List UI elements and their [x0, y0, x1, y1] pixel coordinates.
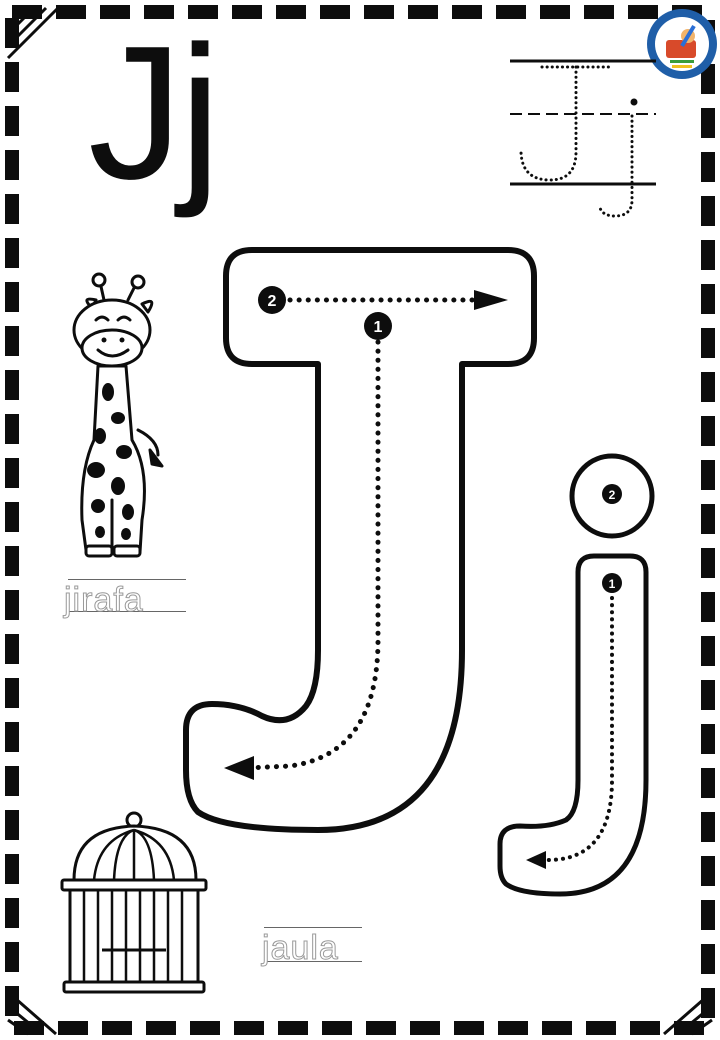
arrow-left-small-icon	[526, 851, 546, 869]
guide-lowercase-stroke	[598, 114, 634, 218]
jaula-top-line	[264, 927, 362, 928]
uppercase-stroke-1-path	[243, 339, 381, 771]
book-icon	[666, 40, 696, 58]
guide-uppercase-stroke	[519, 65, 578, 182]
lowercase-step-2-badge: 2	[602, 484, 622, 504]
lowercase-stroke-path	[536, 596, 614, 862]
step-1-badge: 1	[364, 312, 392, 340]
word-jaula: jaula	[262, 929, 339, 967]
step-1-label: 1	[374, 319, 383, 336]
jirafa-base-line	[68, 611, 186, 612]
corner-decoration-bottom-right	[663, 990, 713, 1036]
guide-lowercase-dot	[630, 98, 638, 106]
pencil-icon	[680, 24, 696, 48]
step-2-badge: 2	[258, 286, 286, 314]
lowercase-step-1-badge: 1	[602, 573, 622, 593]
corner-decoration-top-left	[6, 6, 60, 60]
imageneseducativas-logo[interactable]	[644, 6, 720, 82]
jirafa-top-line	[68, 579, 186, 580]
lowercase-step-2-label: 2	[609, 488, 616, 502]
arrow-right-icon	[474, 290, 508, 310]
arrow-left-icon	[224, 756, 254, 780]
step-2-label: 2	[268, 293, 277, 310]
jaula-base-line	[264, 961, 362, 962]
word-jirafa: jirafa	[64, 581, 144, 619]
corner-decoration-bottom-left	[7, 990, 57, 1036]
page-title: Jj	[88, 7, 221, 219]
lowercase-step-1-label: 1	[609, 577, 616, 591]
